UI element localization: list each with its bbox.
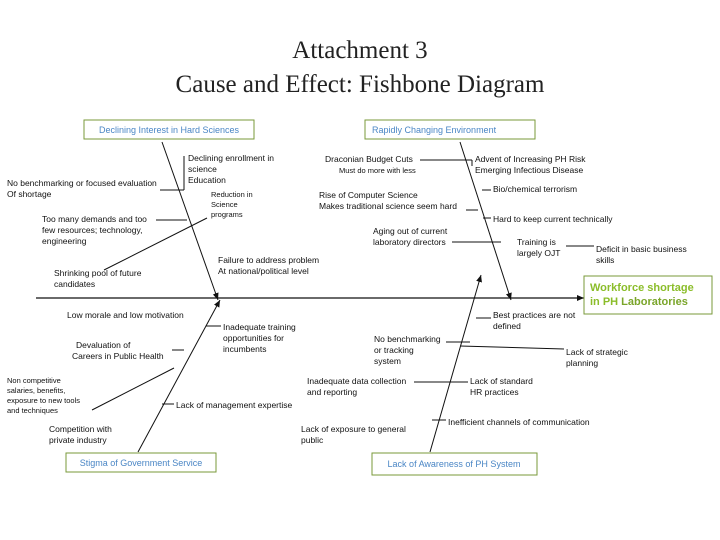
cause-reduction-in-science: Reduction in Science programs: [211, 190, 255, 219]
cause-must-do-more: Must do more with less: [339, 166, 416, 175]
bone-bottom-left: [137, 299, 221, 453]
cause-bioterrorism: Bio/chemical terrorism: [493, 184, 577, 194]
category-bottom-right: Lack of Awareness of PH System: [371, 452, 538, 476]
bone-bottom-right: [429, 274, 482, 453]
sub-bone-shrinking-pool: [103, 217, 208, 271]
category-top-left: Declining Interest in Hard Sciences: [83, 119, 255, 140]
sub-bone-strategic: [459, 345, 565, 350]
cause-rise-computer-science: Rise of Computer Science Makes tradition…: [319, 190, 457, 211]
cause-no-benchmarking: No benchmarking or focused evaluation Of…: [7, 178, 159, 199]
cause-shrinking-pool: Shrinking pool of future candidates: [54, 268, 144, 289]
cause-devaluation: Devaluation of Careers in Public Health: [72, 340, 164, 361]
cause-advent-ph-risk: Advent of Increasing PH Risk Emerging In…: [475, 154, 588, 175]
cause-failure-to-address: Failure to address problem At national/p…: [218, 255, 321, 276]
cause-management-expertise: Lack of management expertise: [176, 400, 293, 410]
bone-top-left: [161, 141, 219, 301]
category-top-right: Rapidly Changing Environment: [364, 119, 536, 140]
cause-hard-to-keep-current: Hard to keep current technically: [493, 214, 613, 224]
effect-line-2b: Laboratories: [618, 296, 688, 308]
category-bottom-right-label: Lack of Awareness of PH System: [388, 459, 521, 469]
cause-draconian-budget: Draconian Budget Cuts: [325, 154, 413, 164]
category-bottom-left-label: Stigma of Government Service: [80, 458, 203, 468]
cause-non-competitive: Non competitive salaries, benefits, expo…: [7, 376, 82, 415]
cause-declining-enrollment: Declining enrollment in science Educatio…: [188, 153, 276, 185]
category-bottom-left: Stigma of Government Service: [65, 452, 217, 473]
cause-competition-private: Competition with private industry: [49, 424, 114, 445]
svg-text:Workforce shortage: Workforce shortage: [590, 282, 694, 294]
cause-best-practices: Best practices are not defined: [493, 310, 578, 331]
cause-inadequate-data: Inadequate data collection and reporting: [307, 376, 409, 397]
category-top-right-label: Rapidly Changing Environment: [372, 125, 497, 135]
effect-line-2a: in PH: [590, 296, 618, 308]
cause-training-ojt: Training is largely OJT: [517, 237, 560, 258]
cause-inefficient-channels: Inefficient channels of communication: [448, 417, 590, 427]
cause-deficit-business: Deficit in basic business skills: [596, 244, 689, 265]
title-line-1: Attachment 3: [292, 37, 428, 64]
bone-top-right: [459, 141, 512, 301]
effect-box: Workforce shortage in PH Laboratories: [583, 275, 713, 315]
cause-no-benchmarking-tracking: No benchmarking or tracking system: [374, 334, 443, 366]
svg-text:in PH Laboratories: in PH Laboratories: [590, 296, 688, 308]
cause-strategic-planning: Lack of strategic planning: [566, 347, 630, 368]
sub-bone-non-competitive: [91, 367, 175, 411]
cause-hr-practices: Lack of standard HR practices: [470, 376, 535, 397]
cause-too-many-demands: Too many demands and too few resources; …: [42, 214, 149, 246]
cause-aging-directors: Aging out of current laboratory director…: [373, 226, 450, 247]
title-line-2: Cause and Effect: Fishbone Diagram: [175, 71, 545, 98]
cause-low-morale: Low morale and low motivation: [67, 310, 184, 320]
effect-line-1: Workforce shortage: [590, 282, 694, 294]
cause-exposure-public: Lack of exposure to general public: [301, 424, 408, 445]
category-top-left-label: Declining Interest in Hard Sciences: [99, 125, 240, 135]
cause-inadequate-training: Inadequate training opportunities for in…: [223, 322, 298, 354]
